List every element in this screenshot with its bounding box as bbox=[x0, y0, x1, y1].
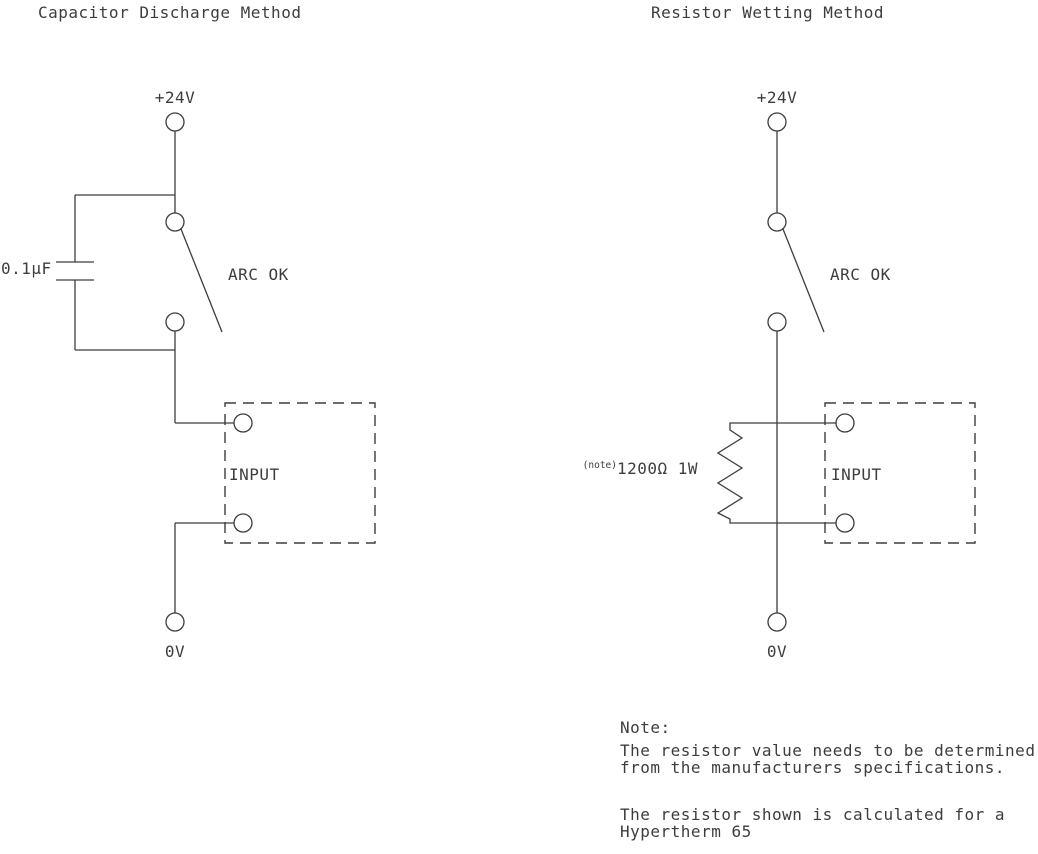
right-input-block: INPUT bbox=[824, 402, 976, 544]
input-top-terminal bbox=[233, 413, 253, 433]
note-heading: Note: bbox=[620, 718, 671, 737]
capacitor-value-label: 0.1µF bbox=[1, 259, 52, 278]
resistor-icon bbox=[716, 422, 777, 524]
switch-blade bbox=[782, 228, 825, 333]
right-circuit-wires bbox=[776, 131, 836, 613]
note-line: The resistor value needs to be determine… bbox=[620, 741, 1035, 760]
right-arc-ok-switch bbox=[767, 212, 825, 333]
resistor-note-ref: (note) bbox=[583, 460, 617, 471]
left-arc-ok-switch bbox=[165, 212, 223, 333]
right-diagram-title: Resistor Wetting Method bbox=[651, 3, 884, 22]
left-input-label: INPUT bbox=[229, 465, 280, 484]
input-top-terminal bbox=[835, 413, 855, 433]
switch-bottom-terminal bbox=[767, 312, 787, 332]
switch-top-terminal bbox=[767, 212, 787, 232]
right-supply-terminal bbox=[767, 112, 787, 132]
left-diagram-title: Capacitor Discharge Method bbox=[38, 3, 301, 22]
capacitor-icon bbox=[56, 261, 94, 281]
right-ground-terminal bbox=[767, 612, 787, 632]
input-bottom-terminal bbox=[835, 513, 855, 533]
left-ground-label: 0V bbox=[165, 642, 185, 661]
left-supply-label: +24V bbox=[155, 88, 196, 107]
left-input-block: INPUT bbox=[224, 402, 376, 544]
left-circuit: Capacitor Discharge Method +24V 0.1µF bbox=[1, 3, 376, 661]
right-switch-label: ARC OK bbox=[830, 265, 891, 284]
right-ground-label: 0V bbox=[767, 642, 787, 661]
left-ground-terminal bbox=[165, 612, 185, 632]
resistor-value-label: 1200Ω 1W bbox=[617, 459, 698, 478]
note-block: Note: The resistor value needs to be det… bbox=[620, 718, 1035, 841]
left-switch-label: ARC OK bbox=[228, 265, 289, 284]
input-dashed-box bbox=[224, 402, 376, 544]
left-supply-terminal bbox=[165, 112, 185, 132]
switch-blade bbox=[180, 228, 223, 333]
right-supply-label: +24V bbox=[757, 88, 798, 107]
right-circuit: Resistor Wetting Method +24V ARC OK (not… bbox=[583, 3, 976, 661]
left-circuit-wires bbox=[74, 131, 234, 613]
note-line: Hypertherm 65 bbox=[620, 822, 752, 841]
input-bottom-terminal bbox=[233, 513, 253, 533]
input-dashed-box bbox=[824, 402, 976, 544]
note-line: from the manufacturers specifications. bbox=[620, 758, 1005, 777]
switch-top-terminal bbox=[165, 212, 185, 232]
right-input-label: INPUT bbox=[831, 465, 882, 484]
note-line: The resistor shown is calculated for a bbox=[620, 805, 1005, 824]
switch-bottom-terminal bbox=[165, 312, 185, 332]
